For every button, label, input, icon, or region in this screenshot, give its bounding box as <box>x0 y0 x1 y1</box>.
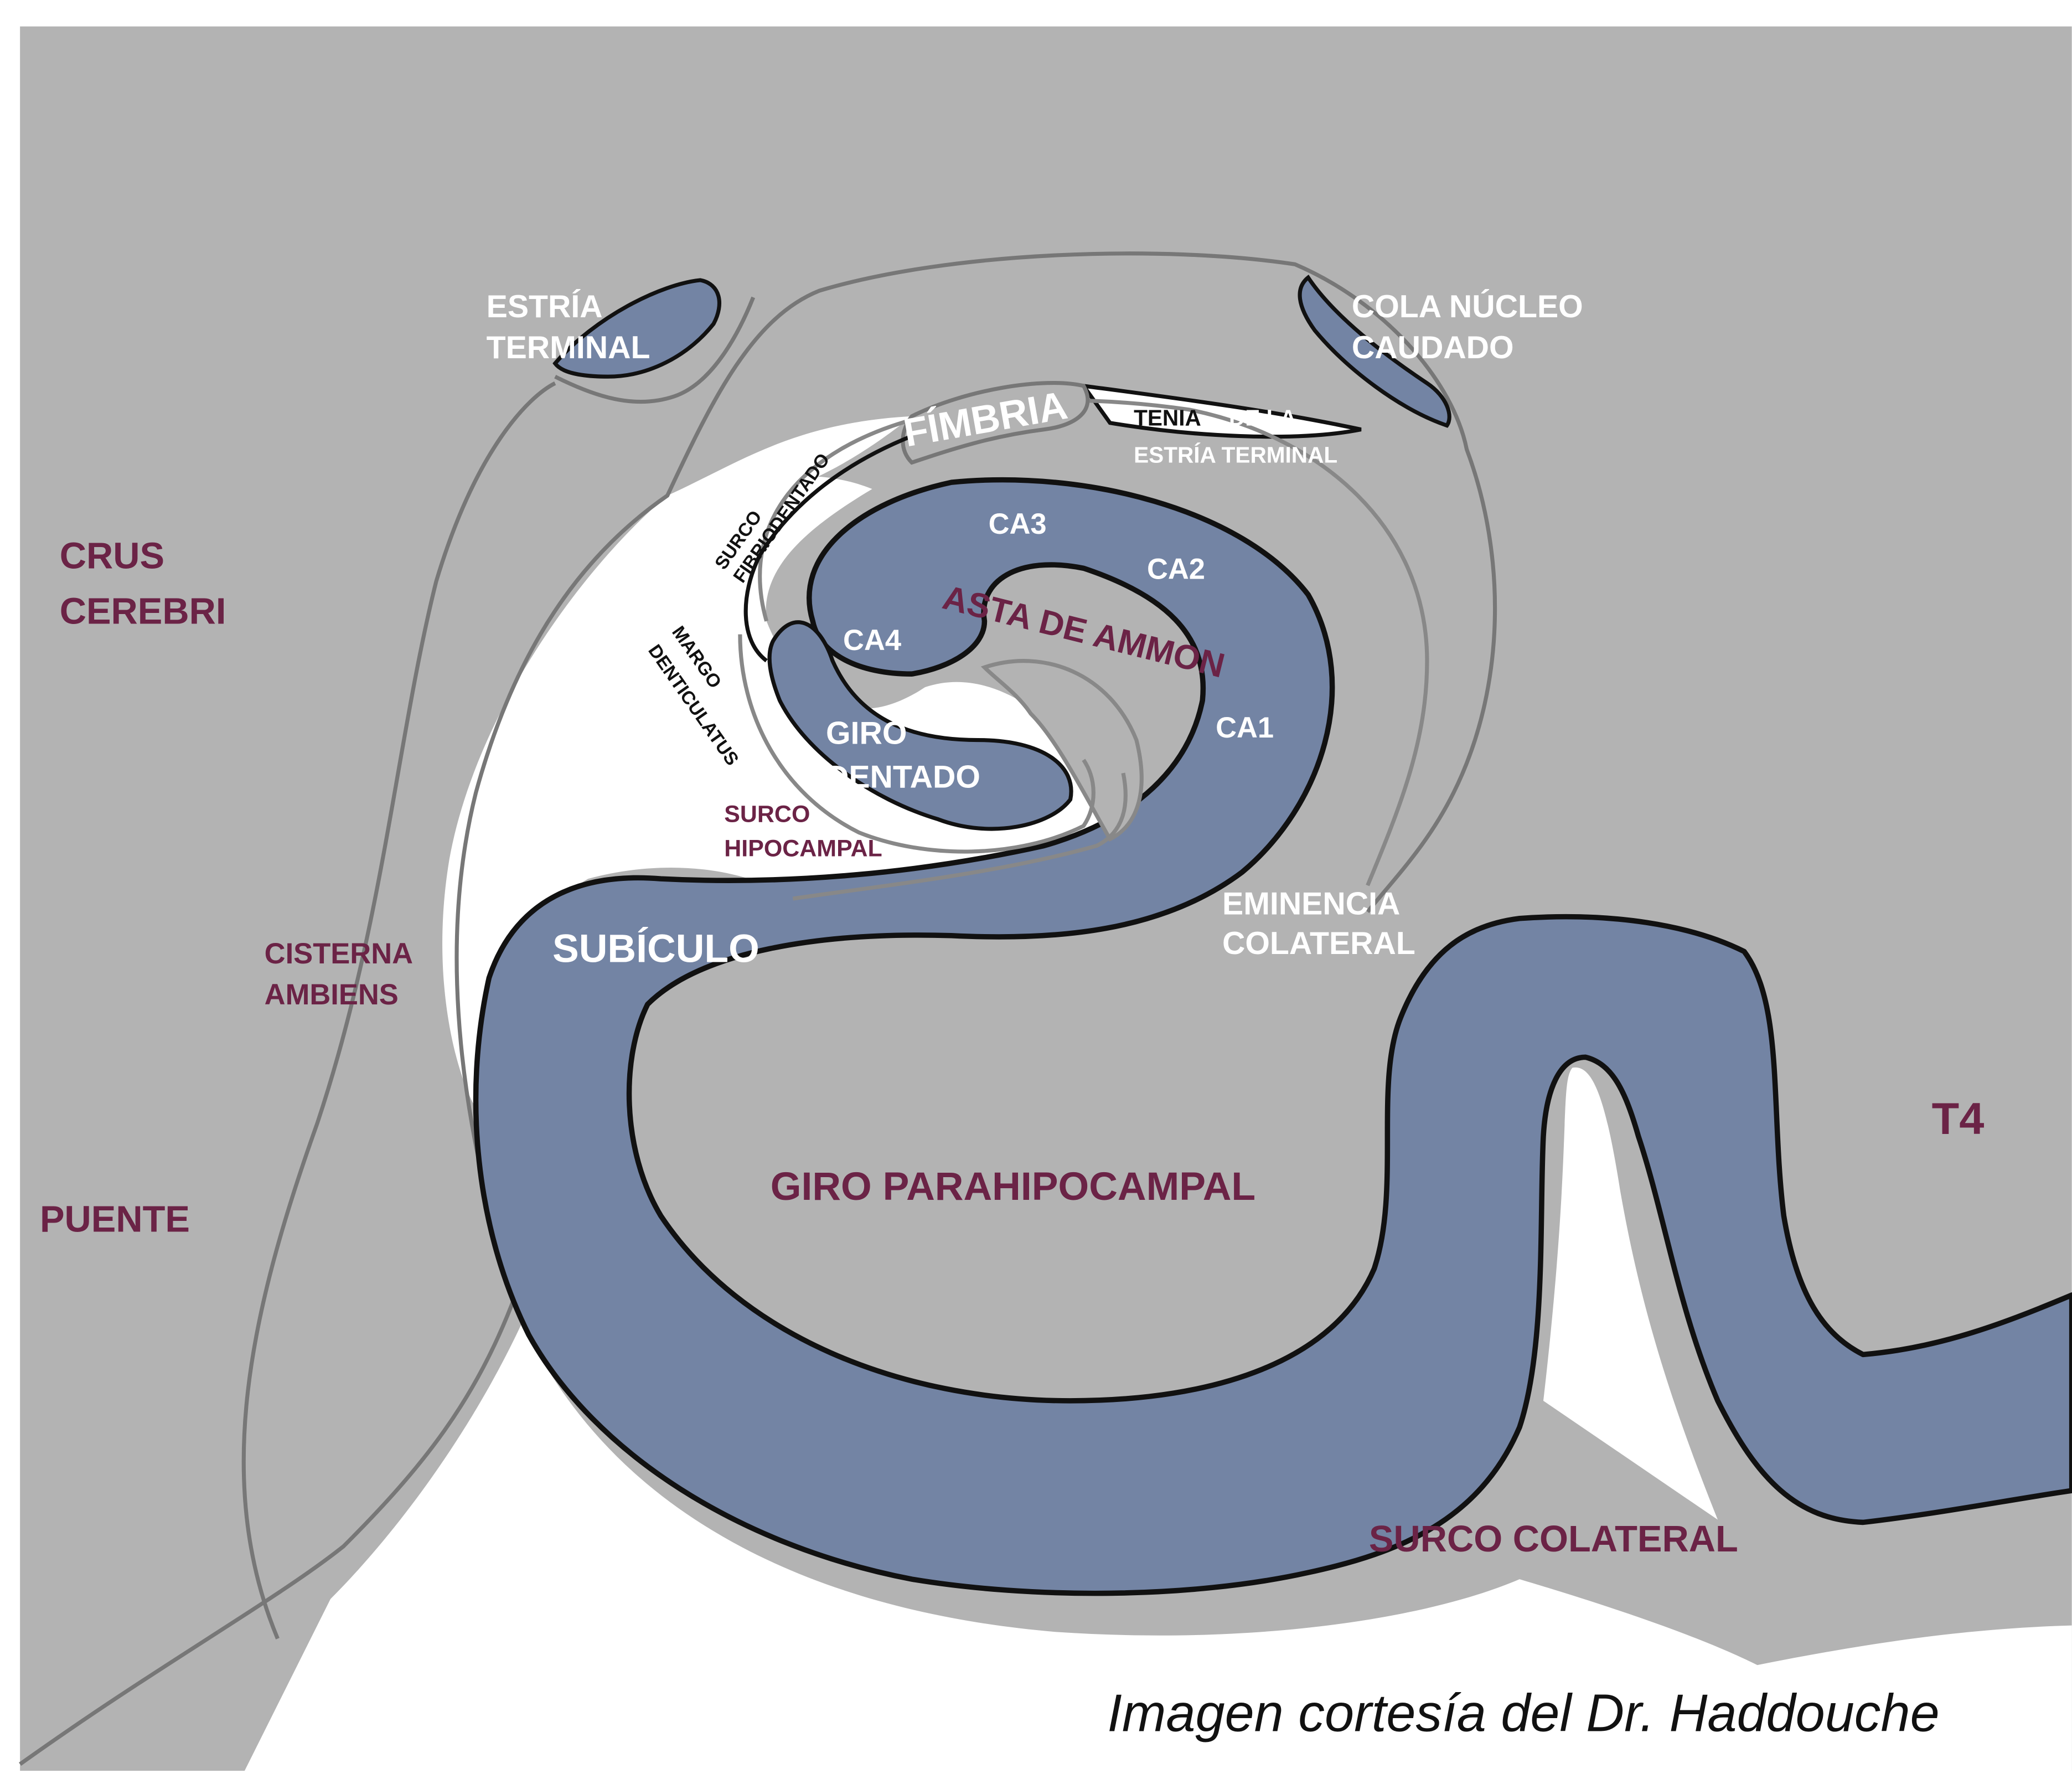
label-t4: T4 <box>1932 1094 1985 1144</box>
label-ca1: CA1 <box>1216 711 1274 744</box>
label-surco-hipo-1: SURCO <box>724 801 810 828</box>
label-surco-hipo-2: HIPOCAMPAL <box>724 836 882 862</box>
label-subiculo: SUBÍCULO <box>552 926 759 971</box>
image-credit: Imagen cortesía del Dr. Haddouche <box>1107 1684 1939 1743</box>
label-ca3: CA3 <box>989 508 1047 540</box>
label-cisterna-1: CISTERNA <box>265 937 413 970</box>
label-tenia-2: ESTRÍA TERMINAL <box>1134 442 1337 467</box>
label-eminencia-2: COLATERAL <box>1222 926 1415 961</box>
label-giro-parahipo: GIRO PARAHIPOCAMPAL <box>771 1164 1255 1209</box>
label-surco-colateral: SURCO COLATERAL <box>1369 1519 1738 1560</box>
label-ca2: CA2 <box>1147 553 1205 585</box>
label-estria-1: ESTRÍA <box>487 289 603 324</box>
label-tenia: TENIA <box>1134 405 1201 431</box>
label-giro-dentado-2: DENTADO <box>826 759 980 795</box>
label-cola-2: CAUDADO <box>1352 330 1514 365</box>
label-cisterna-2: AMBIENS <box>265 978 399 1011</box>
label-tenia-de-la: DE LA <box>1229 405 1296 431</box>
label-cola-1: COLA NÚCLEO <box>1352 289 1583 324</box>
label-eminencia-1: EMINENCIA <box>1222 886 1400 922</box>
label-crus-2: CEREBRI <box>60 591 226 632</box>
label-ca4: CA4 <box>843 624 901 657</box>
label-estria-2: TERMINAL <box>487 330 650 365</box>
label-giro-dentado-1: GIRO <box>826 716 907 751</box>
label-puente: PUENTE <box>40 1199 190 1240</box>
label-crus-1: CRUS <box>60 535 164 576</box>
